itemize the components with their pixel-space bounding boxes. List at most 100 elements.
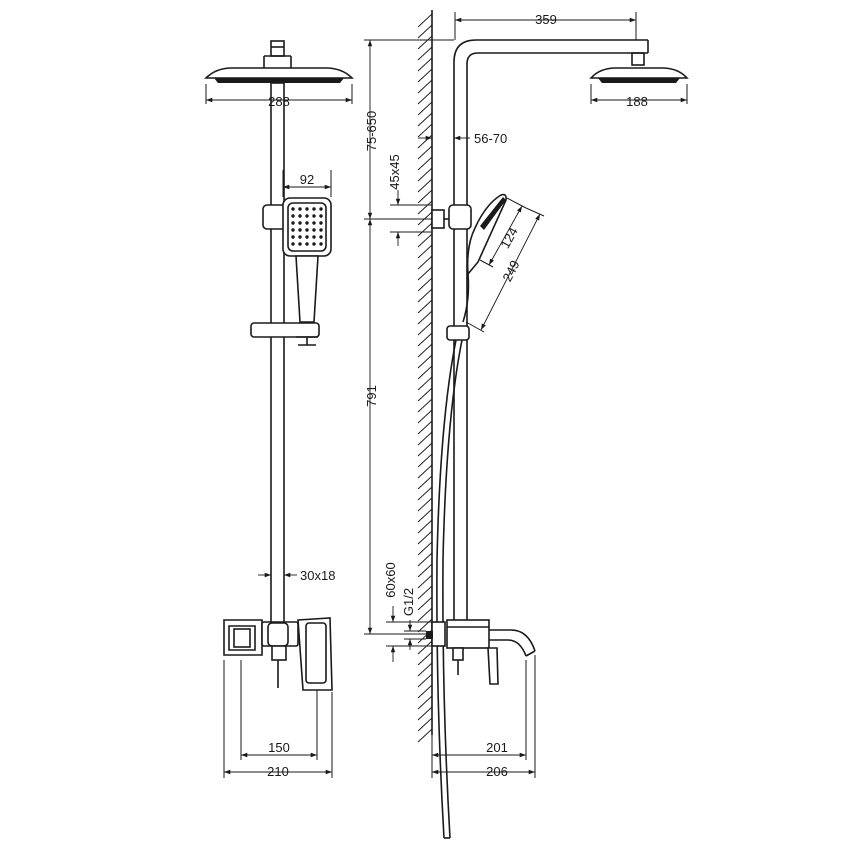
nozzle-dot — [312, 207, 316, 211]
wall-hatch-line — [417, 255, 433, 270]
wall-hatch-line — [417, 662, 433, 677]
wall-hatch-line — [417, 178, 433, 193]
dim-handshower-width: 92 — [282, 170, 332, 197]
wall-hatch-line — [417, 343, 433, 358]
wall-hatch-line — [417, 288, 433, 303]
dim-mixer-block: 60x60 — [383, 562, 432, 662]
nozzle-dot — [298, 228, 302, 232]
front-hand-shower-nozzles — [291, 207, 323, 246]
nozzle-dot — [305, 235, 309, 239]
wall-hatch-line — [417, 596, 433, 611]
dim-spout-projection: 201 — [432, 660, 527, 760]
nozzle-dot — [305, 214, 309, 218]
wall-hatch-line — [417, 277, 433, 292]
dim-label-150: 150 — [268, 740, 290, 755]
wall-hatch-line — [417, 420, 433, 435]
nozzle-dot — [319, 235, 323, 239]
dim-side-head-width: 188 — [590, 84, 688, 109]
dim-label-249: 249 — [499, 258, 522, 284]
wall-hatch-line — [417, 365, 433, 380]
wall-hatch-line — [417, 651, 433, 666]
nozzle-dot — [312, 235, 316, 239]
wall-hatch-line — [417, 24, 433, 39]
side-wall-bracket — [431, 209, 445, 229]
nozzle-dot — [298, 235, 302, 239]
wall-hatch-line — [417, 695, 433, 710]
wall-hatch-line — [417, 464, 433, 479]
nozzle-dot — [312, 228, 316, 232]
dim-mixer-centers: 150 — [240, 660, 318, 760]
wall-hatch-line — [417, 376, 433, 391]
dim-label-206: 206 — [486, 764, 508, 779]
front-overhead-shower-head — [204, 55, 354, 83]
dimensions: 288 92 30x18 150 210 — [205, 12, 688, 779]
nozzle-dot — [305, 207, 309, 211]
dim-front-head-width: 288 — [205, 84, 353, 109]
dim-label-359: 359 — [535, 12, 557, 27]
front-hand-shower — [282, 197, 332, 345]
dim-bracket-size: 45x45 — [387, 154, 432, 246]
wall-hatch-line — [417, 585, 433, 600]
side-slider-upper — [448, 204, 472, 230]
wall-hatch-line — [417, 717, 433, 732]
dim-thread: G1/2 — [401, 588, 426, 650]
side-view — [426, 39, 689, 839]
wall-hatch-line — [417, 530, 433, 545]
wall-hatch-line — [417, 563, 433, 578]
nozzle-dot — [312, 221, 316, 225]
nozzle-dot — [319, 214, 323, 218]
dim-label-288: 288 — [268, 94, 290, 109]
wall-hatch-line — [417, 387, 433, 402]
dim-wall-offset: 56-70 — [418, 131, 507, 146]
wall-hatch-line — [417, 244, 433, 259]
nozzle-dot — [305, 228, 309, 232]
nozzle-dot — [298, 207, 302, 211]
wall-hatch-line — [417, 57, 433, 72]
wall-hatching — [417, 13, 433, 743]
wall-hatch-line — [417, 321, 433, 336]
wall-hatch-line — [417, 552, 433, 567]
wall-hatch-line — [417, 35, 433, 50]
nozzle-dot — [319, 242, 323, 246]
side-mixer — [426, 619, 536, 685]
wall-hatch-line — [417, 354, 433, 369]
wall-section — [417, 10, 433, 743]
dim-rail-length: 791 — [364, 219, 432, 635]
nozzle-dot — [298, 221, 302, 225]
dim-arm-length: 359 — [454, 12, 637, 40]
dim-label-g1-2: G1/2 — [401, 588, 416, 616]
dim-label-201: 201 — [486, 740, 508, 755]
side-slider-lower — [446, 325, 470, 341]
front-riser-pipe — [270, 82, 285, 624]
nozzle-dot — [305, 221, 309, 225]
wall-hatch-line — [417, 684, 433, 699]
wall-hatch-line — [417, 640, 433, 655]
wall-hatch-line — [417, 497, 433, 512]
front-view — [204, 40, 354, 691]
dim-label-188: 188 — [626, 94, 648, 109]
wall-hatch-line — [417, 299, 433, 314]
wall-hatch-line — [417, 453, 433, 468]
wall-hatch-line — [417, 310, 433, 325]
wall-hatch-line — [417, 79, 433, 94]
nozzle-dot — [319, 228, 323, 232]
wall-hatch-line — [417, 13, 433, 28]
dim-total-projection: 206 — [431, 655, 536, 779]
dim-label-56-70: 56-70 — [474, 131, 507, 146]
nozzle-dot — [291, 207, 295, 211]
wall-hatch-line — [417, 112, 433, 127]
wall-hatch-line — [417, 233, 433, 248]
wall-hatch-line — [417, 475, 433, 490]
side-overhead-shower-head — [589, 52, 689, 83]
wall-hatch-line — [417, 68, 433, 83]
nozzle-dot — [291, 228, 295, 232]
dim-label-45x45: 45x45 — [387, 154, 402, 189]
wall-hatch-line — [417, 398, 433, 413]
dim-label-92: 92 — [300, 172, 314, 187]
wall-hatch-line — [417, 123, 433, 138]
wall-hatch-line — [417, 266, 433, 281]
wall-hatch-line — [417, 431, 433, 446]
wall-hatch-line — [417, 167, 433, 182]
nozzle-dot — [298, 214, 302, 218]
